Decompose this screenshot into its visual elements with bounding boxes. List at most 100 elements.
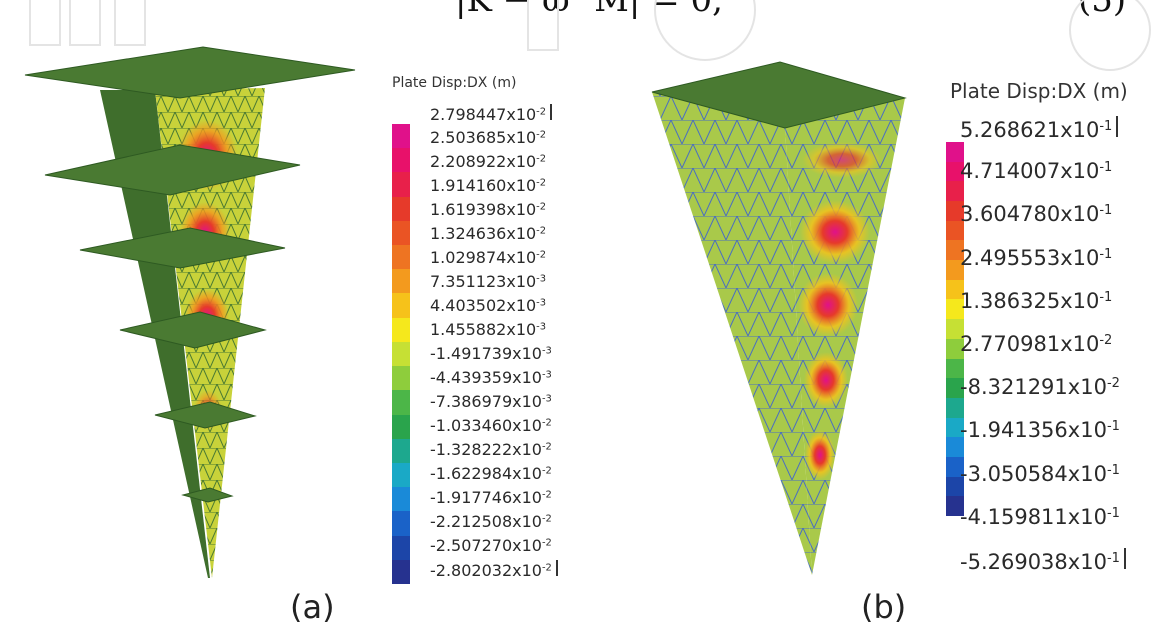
- legend-value-exponent: -1: [1099, 118, 1113, 134]
- legend-value: 2.495553x10-1: [960, 246, 1112, 270]
- legend-value: 1.619398x10-2: [430, 200, 546, 219]
- legend-value: 3.604780x10-1: [960, 202, 1112, 226]
- legend-value-exponent: -1: [1106, 462, 1120, 478]
- legend-title: Plate Disp:DX (m): [392, 75, 517, 91]
- range-marker: [1123, 548, 1126, 569]
- legend-value: 5.268621x10-1: [960, 116, 1119, 142]
- colorbar-segment: [392, 124, 410, 149]
- legend-value: 1.029874x10-2: [430, 248, 546, 267]
- legend-value: -4.159811x10-1: [960, 505, 1120, 529]
- colorbar-segment: [392, 511, 410, 537]
- legend-value: 1.914160x10-2: [430, 176, 546, 195]
- colorbar-segment: [946, 299, 964, 320]
- legend-value-base: 2.208922x10: [430, 152, 537, 171]
- pyramid-top: [651, 61, 907, 129]
- colorbar-segment: [946, 397, 964, 419]
- legend-value-exponent: -2: [536, 249, 547, 261]
- legend-value: 2.770981x10-2: [960, 332, 1112, 356]
- legend-value-exponent: -2: [536, 153, 547, 165]
- colorbar-segment: [946, 201, 964, 222]
- legend-value-base: -1.491739x10: [430, 344, 542, 363]
- legend-value: -1.622984x10-2: [430, 464, 552, 483]
- colorbar-segment: [946, 240, 964, 261]
- colorbar-segment: [946, 220, 964, 241]
- legend-value: -1.491739x10-3: [430, 344, 552, 363]
- legend-value-base: 1.029874x10: [430, 248, 537, 267]
- colorbar-segment: [392, 438, 410, 464]
- hotspot: [800, 200, 870, 264]
- legend-value-base: 3.604780x10: [960, 202, 1100, 227]
- panel-label-a: (a): [290, 588, 335, 626]
- legend-value: -8.321291x10-2: [960, 375, 1120, 399]
- legend-value-exponent: -2: [541, 417, 552, 429]
- legend-value: -1.941356x10-1: [960, 418, 1120, 442]
- colorbar-segment: [392, 245, 410, 270]
- legend-value: -2.802032x10-2: [430, 560, 558, 580]
- plate-top: [24, 46, 356, 99]
- legend-value: 1.386325x10-1: [960, 289, 1112, 313]
- legend-value-base: 7.351123x10: [430, 272, 537, 291]
- legend-value-base: -1.622984x10: [430, 464, 542, 483]
- legend-value-base: -7.386979x10: [430, 392, 542, 411]
- legend-value: 2.503685x10-2: [430, 128, 546, 147]
- legend-value-exponent: -1: [1099, 289, 1113, 305]
- colorbar-segment: [392, 341, 410, 367]
- legend-value: -2.507270x10-2: [430, 536, 552, 555]
- legend-value-base: -2.507270x10: [430, 536, 542, 555]
- colorbar-segment: [392, 269, 410, 294]
- colorbar-segment: [946, 496, 964, 517]
- legend-value-exponent: -3: [536, 273, 547, 285]
- legend-value-base: -8.321291x10: [960, 375, 1107, 400]
- plate-3: [79, 227, 286, 269]
- legend-value-base: 1.914160x10: [430, 176, 537, 195]
- legend-value-base: -1.328222x10: [430, 440, 542, 459]
- colorbar-segment: [946, 476, 964, 497]
- legend-value-base: -4.159811x10: [960, 504, 1107, 529]
- legend-value-exponent: -1: [1099, 246, 1113, 262]
- colorbar-segment: [392, 293, 410, 319]
- legend-value: -1.033460x10-2: [430, 416, 552, 435]
- colorbar-segment: [392, 487, 410, 512]
- legend-value-exponent: -1: [1099, 203, 1113, 219]
- range-marker: [555, 560, 558, 576]
- legend-value: 4.714007x10-1: [960, 159, 1112, 183]
- colorbar-a: [392, 124, 410, 585]
- colorbar-segment: [946, 279, 964, 300]
- colorbar-segment: [946, 338, 964, 359]
- colorbar-segment: [392, 366, 410, 391]
- colorbar-segment: [392, 317, 410, 343]
- legend-value-exponent: -2: [536, 129, 547, 141]
- legend-value: 1.324636x10-2: [430, 224, 546, 243]
- legend-value-exponent: -2: [1099, 332, 1113, 348]
- legend-value-base: 4.714007x10: [960, 159, 1100, 184]
- colorbar-segment: [392, 220, 410, 246]
- colorbar-segment: [392, 172, 410, 198]
- plate-5: [154, 401, 257, 429]
- legend-value-base: -1.941356x10: [960, 418, 1107, 443]
- legend-value-exponent: -2: [536, 201, 547, 213]
- range-marker: [1116, 116, 1119, 137]
- legend-value: -1.328222x10-2: [430, 440, 552, 459]
- legend-value-exponent: -2: [541, 562, 552, 574]
- legend-value: -2.212508x10-2: [430, 512, 552, 531]
- legend-value-base: 4.403502x10: [430, 296, 537, 315]
- legend-value-exponent: -2: [541, 537, 552, 549]
- colorbar-segment: [946, 358, 964, 379]
- colorbar-segment: [392, 390, 410, 416]
- legend-value-exponent: -2: [541, 513, 552, 525]
- legend-value-base: -1.033460x10: [430, 416, 542, 435]
- colorbar-segment: [392, 196, 410, 222]
- colorbar-segment: [946, 378, 964, 399]
- legend-value-exponent: -2: [541, 441, 552, 453]
- legend-value-base: 2.495553x10: [960, 245, 1100, 270]
- legend-value: -1.917746x10-2: [430, 488, 552, 507]
- legend-value: 2.798447x10-2: [430, 104, 553, 124]
- colorbar-segment: [946, 161, 964, 182]
- plate-2: [44, 144, 301, 196]
- legend-value-exponent: -3: [541, 393, 552, 405]
- colorbar-segment: [392, 462, 410, 488]
- legend-value-exponent: -2: [541, 489, 552, 501]
